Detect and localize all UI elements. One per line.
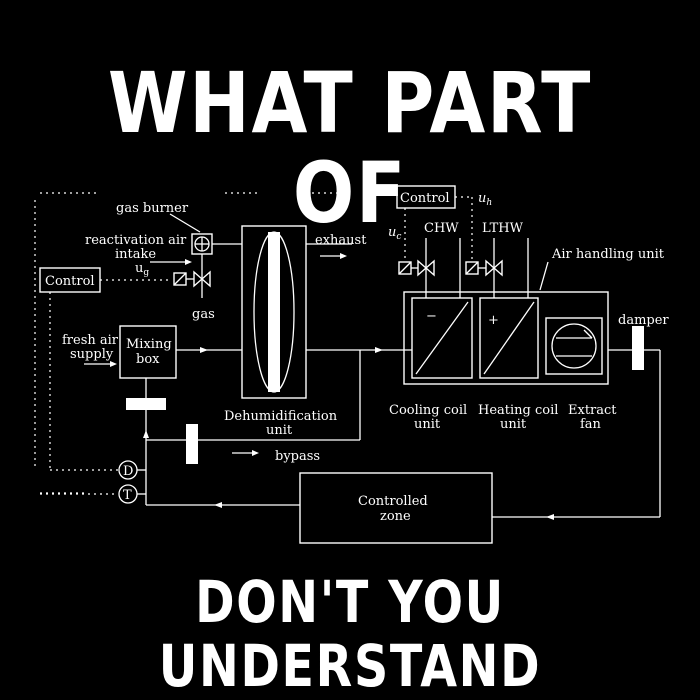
cooling-label-1: Cooling coil [389, 403, 467, 418]
extract-label-2: fan [580, 417, 602, 432]
controlled-label-2: zone [380, 509, 411, 524]
mixing-box [119, 325, 177, 379]
gas-label: gas [192, 307, 215, 322]
lthw-label: LTHW [482, 221, 524, 236]
ahu-label: Air handling unit [551, 247, 665, 262]
chw-label: CHW [424, 221, 459, 236]
dehumid-label-2: unit [266, 423, 293, 438]
dehumid-label-1: Dehumidification [224, 409, 338, 424]
mixing-damper [126, 398, 166, 410]
minus-sign: − [426, 309, 437, 324]
fresh-air-label: fresh air [62, 333, 119, 348]
control-box-left [39, 267, 101, 293]
outlet-damper [632, 326, 644, 370]
extract-fan-box [545, 317, 603, 375]
headline-top: WHAT PART OF [107, 54, 593, 242]
bypass-label: bypass [275, 449, 320, 464]
controlled-zone [299, 472, 493, 544]
fan-icon [551, 323, 597, 369]
heating-label-2: unit [500, 417, 527, 432]
control-right-label: Control [400, 191, 450, 206]
reactivation-air-label: reactivation air [85, 233, 187, 248]
gas-valve-icon [193, 270, 211, 288]
svg-text:T: T [123, 488, 132, 503]
heating-coil [479, 297, 539, 379]
control-left-label: Control [45, 274, 95, 289]
dehumidification-unit [241, 225, 307, 399]
box-label: box [136, 352, 160, 367]
cooling-label-2: unit [414, 417, 441, 432]
mixing-label: Mixing [126, 337, 172, 352]
extract-label-1: Extract [568, 403, 617, 418]
chw-valve-icon [417, 259, 435, 277]
controlled-label-1: Controlled [358, 494, 428, 509]
headline-bottom: DON'T YOU UNDERSTAND [158, 568, 542, 700]
svg-text:D: D [123, 464, 133, 479]
air-handling-unit [403, 291, 609, 385]
wheel-core [268, 232, 280, 392]
lthw-valve-icon [485, 259, 503, 277]
plus-sign: + [488, 313, 499, 328]
gas-burner-label: gas burner [116, 201, 189, 216]
cooling-coil [411, 297, 473, 379]
exhaust-label: exhaust [315, 233, 367, 248]
gas-burner-leader [169, 213, 201, 233]
supply-label: supply [70, 347, 114, 362]
intake-label: intake [115, 247, 156, 262]
bypass-damper [186, 424, 198, 464]
intake-arrow [185, 259, 192, 265]
heating-label-1: Heating coil [478, 403, 558, 418]
damper-label: damper [618, 313, 669, 328]
ug-label: ug [135, 261, 149, 278]
uh-label: uh [478, 191, 492, 208]
uc-label: uc [388, 225, 401, 242]
